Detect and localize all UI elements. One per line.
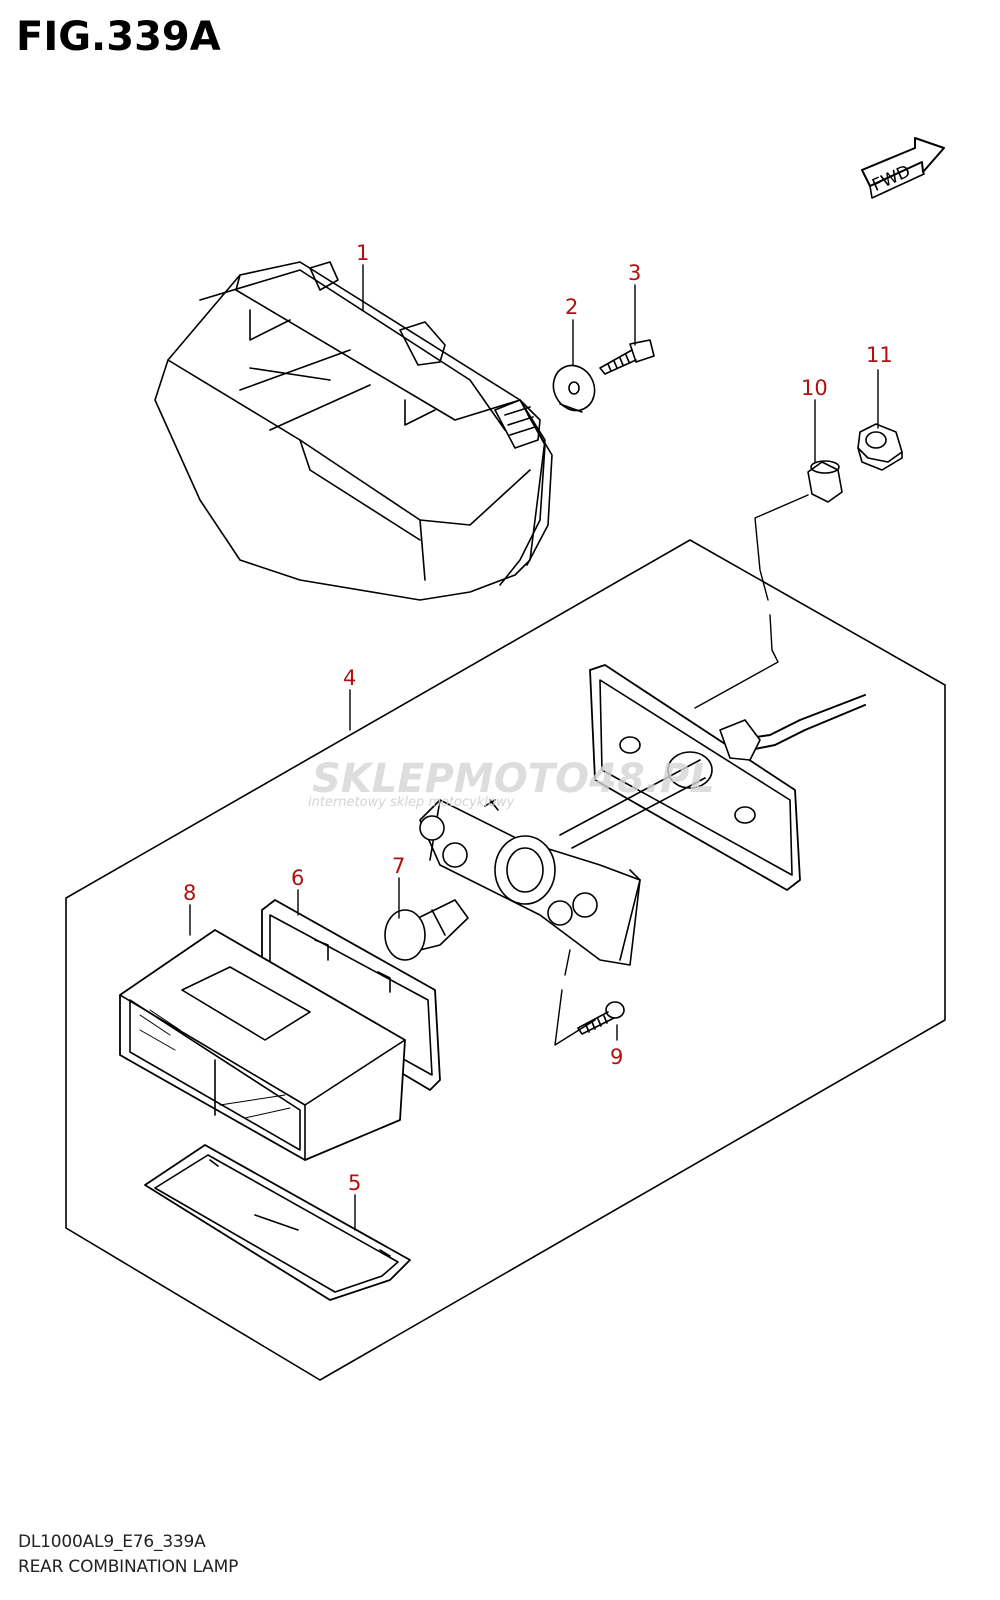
- part-7-bulb: [384, 899, 469, 961]
- callout-11[interactable]: 11: [866, 343, 893, 367]
- part-4-assembly-box: [65, 539, 946, 1381]
- callout-2[interactable]: 2: [565, 295, 578, 319]
- callout-7[interactable]: 7: [392, 854, 405, 878]
- part-1-tail-lamp: [154, 261, 553, 601]
- part-3-screw: [599, 339, 655, 375]
- part-8-lens: [119, 929, 406, 1161]
- callout-3[interactable]: 3: [628, 261, 641, 285]
- callout-10[interactable]: 10: [801, 376, 828, 400]
- part-5-pad: [144, 1144, 411, 1301]
- callout-1[interactable]: 1: [356, 241, 369, 265]
- leader-lines: [189, 264, 879, 1231]
- figure-name: REAR COMBINATION LAMP: [18, 1557, 239, 1577]
- part-2-washer: [552, 364, 596, 413]
- watermark-subtext: internetowy sklep motocyklowy: [308, 795, 515, 810]
- fwd-arrow-icon: [861, 137, 945, 199]
- figure-title: FIG.339A: [16, 14, 221, 60]
- callout-8[interactable]: 8: [183, 881, 196, 905]
- part-11-nut: [857, 423, 903, 471]
- part-4-lamp-base: [419, 664, 866, 966]
- callout-4[interactable]: 4: [343, 666, 356, 690]
- callout-5[interactable]: 5: [348, 1171, 361, 1195]
- part-9-screw: [577, 1001, 625, 1035]
- callout-6[interactable]: 6: [291, 866, 304, 890]
- watermark-text: SKLEPMOTO48.PL: [312, 756, 715, 802]
- part-10-collar: [807, 460, 843, 503]
- figure-code: DL1000AL9_E76_339A: [18, 1532, 206, 1552]
- callout-9[interactable]: 9: [610, 1045, 623, 1069]
